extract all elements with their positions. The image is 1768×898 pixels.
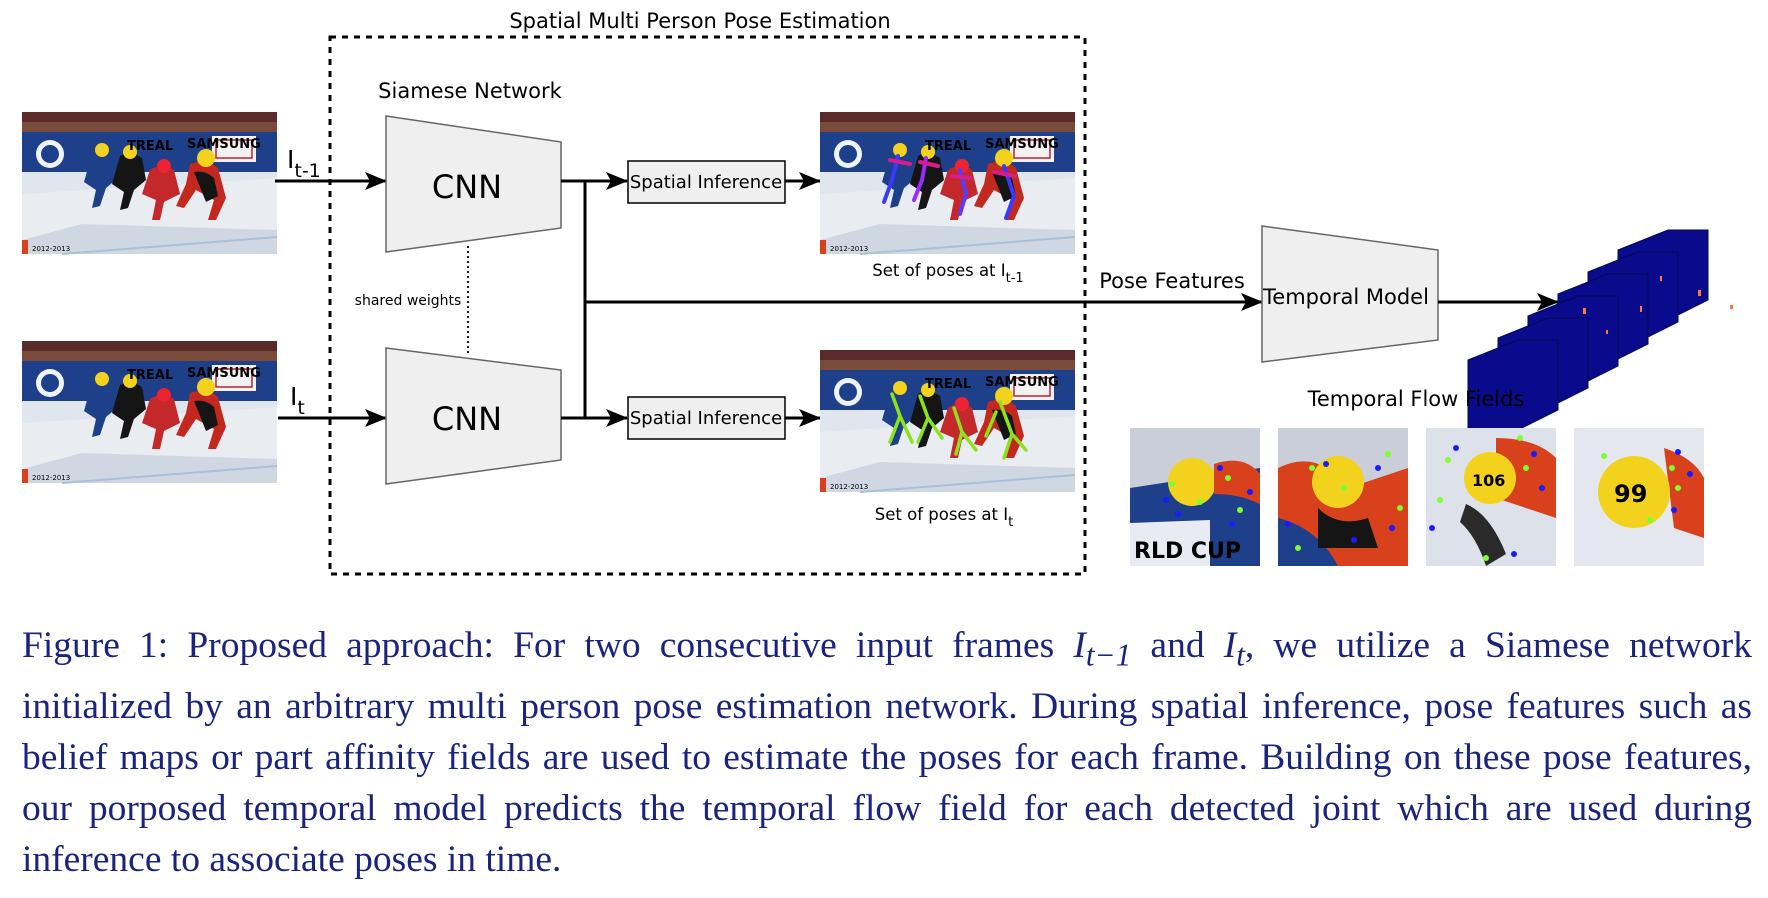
shared-weights-label: shared weights [355,293,462,309]
temporal-model-block [1261,225,1439,363]
poses-prev-label: Set of poses at It-1 [872,261,1023,286]
svg-text:TREAL: TREAL [925,139,971,154]
svg-text:TREAL: TREAL [925,377,971,392]
input-frame-curr-image: SAMSUNG TREAL 2012-2013 [21,340,278,484]
poses-curr-image: SAMSUNG TREAL 2012-2013 [819,349,1076,493]
svg-text:2012-2013: 2012-2013 [32,474,70,482]
caption-text-1: Proposed approach: For two consecutive i… [168,625,1074,666]
input-label-prev: It-1 [287,145,321,182]
caption-text-3: , we utilize a Siamese network initializ… [22,625,1752,880]
caption-label: Figure 1: [22,625,169,666]
spatial-inference-top-box [627,160,786,204]
svg-text:106: 106 [1472,471,1505,490]
spatial-inference-bottom-label: Spatial Inference [630,408,782,429]
pose-features-label: Pose Features [1099,269,1245,293]
svg-text:99: 99 [1614,480,1647,508]
spatial-estimation-box [328,35,1087,576]
temporal-flow-stack [1467,229,1733,431]
figure-caption: Figure 1: Proposed approach: For two con… [22,620,1752,885]
caption-sub-2: t [1236,637,1245,673]
poses-prev-image: SAMSUNG TREAL 2012-2013 [819,111,1076,255]
svg-text:2012-2013: 2012-2013 [830,483,868,491]
temporal-flow-fields-label: Temporal Flow Fields [1307,387,1525,411]
svg-text:2012-2013: 2012-2013 [32,245,70,253]
flow-crop-1: RLD CUP [1130,428,1260,566]
svg-text:2012-2013: 2012-2013 [830,245,868,253]
spatial-inference-top-label: Spatial Inference [630,172,782,193]
spatial-inference-bottom-box [627,396,786,440]
temporal-model-label: Temporal Model [1262,285,1429,309]
svg-text:SAMSUNG: SAMSUNG [187,137,261,152]
caption-text-2: and [1131,625,1224,666]
cnn-bottom-label: CNN [432,400,502,438]
input-frame-prev-image: SAMSUNG TREAL 2012-2013 [21,111,278,255]
cnn-top-label: CNN [432,168,502,206]
flow-crop-3: 106 [1426,428,1556,566]
cnn-top-block [385,115,562,253]
flow-crop-2 [1278,428,1408,566]
svg-text:TREAL: TREAL [127,368,173,383]
siamese-network-title: Siamese Network [378,79,562,103]
cnn-bottom-block [385,347,562,485]
poses-curr-label: Set of poses at It [875,505,1013,530]
input-label-curr: It [290,382,305,419]
caption-var-2: I [1223,625,1237,666]
svg-text:TREAL: TREAL [127,139,173,154]
svg-text:SAMSUNG: SAMSUNG [985,137,1059,152]
svg-text:RLD CUP: RLD CUP [1134,539,1241,564]
spatial-estimation-title: Spatial Multi Person Pose Estimation [509,9,890,33]
svg-text:SAMSUNG: SAMSUNG [187,366,261,381]
caption-sub-1: t−1 [1085,637,1132,673]
pipeline-diagram: Spatial Multi Person Pose Estimation Sia… [21,9,1733,576]
svg-text:SAMSUNG: SAMSUNG [985,375,1059,390]
caption-var-1: I [1073,625,1086,666]
flow-crop-4: 99 [1574,428,1704,566]
